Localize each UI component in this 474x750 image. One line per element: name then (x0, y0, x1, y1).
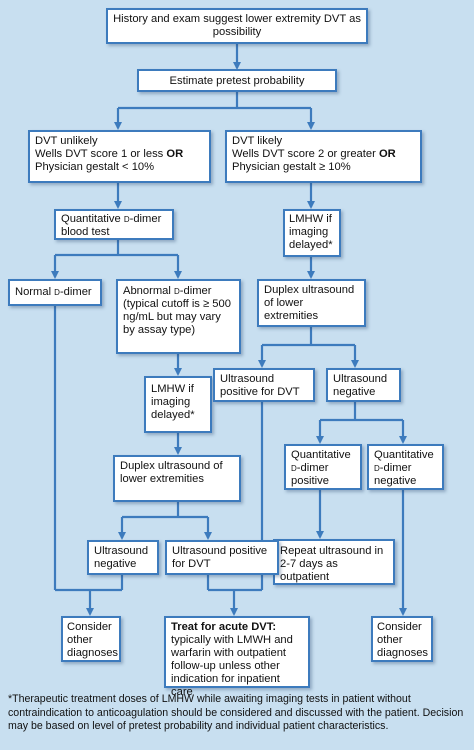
us-neg-right-text: Ultrasound negative (333, 373, 388, 398)
node-qdimer-negative: Quantitative d-dimer negative (367, 444, 444, 490)
quant-dimer-d: d (123, 213, 130, 225)
node-us-positive-mid: Ultrasound positive for DVT (213, 368, 315, 402)
qd-neg-d: d (374, 462, 380, 474)
node-consider-left: Consider other diagnoses (61, 616, 121, 662)
qd-pos-d: d (291, 462, 297, 474)
likely-or: OR (378, 148, 396, 160)
us-pos-mid-text: Ultrasound positive for DVT (220, 373, 300, 398)
unlikely-gestalt: Physician gestalt < 10% (35, 161, 155, 173)
lmwh-left-text: LMHW if imaging delayed* (151, 383, 195, 421)
qd-pos-pre: Quantitative (291, 449, 351, 461)
abnormal-dimer-post: -dimer (typical cutoff is ≥ 500 ng/mL bu… (123, 285, 231, 336)
abnormal-dimer-d: d (174, 285, 180, 297)
quant-dimer-post: -dimer blood test (61, 213, 162, 238)
us-neg-left-text: Ultrasound negative (94, 545, 149, 570)
node-abnormal-dimer: Abnormal d-dimer (typical cutoff is ≥ 50… (116, 279, 241, 354)
node-us-positive-left: Ultrasound positive for DVT (165, 540, 279, 575)
node-qdimer-positive: Quantitative d-dimer positive (284, 444, 362, 490)
normal-dimer-pre: Normal (15, 286, 55, 298)
likely-wells-text: Wells DVT score 2 or greater (232, 148, 379, 160)
node-dvt-likely: DVT likely Wells DVT score 2 or greater … (225, 130, 422, 183)
node-consider-right: Consider other diagnoses (371, 616, 433, 662)
node-pretest: Estimate pretest probability (137, 69, 337, 92)
consider-left-text: Consider other diagnoses (67, 621, 119, 659)
node-history-text: History and exam suggest lower extremity… (113, 13, 361, 38)
likely-gestalt: Physician gestalt ≥ 10% (232, 161, 351, 173)
consider-right-text: Consider other diagnoses (377, 621, 429, 659)
quant-dimer-pre: Quantitative (61, 213, 124, 225)
node-history: History and exam suggest lower extremity… (106, 8, 368, 44)
duplex-left-text: Duplex ultrasound of lower extremities (120, 460, 223, 485)
treat-title: Treat for acute DVT: (171, 621, 277, 633)
footnote: *Therapeutic treatment doses of LMHW whi… (8, 693, 464, 732)
likely-title: DVT likely (232, 135, 283, 147)
unlikely-or: OR (166, 148, 184, 160)
node-dvt-unlikely: DVT unlikely Wells DVT score 1 or less O… (28, 130, 211, 183)
likely-wells: Wells DVT score 2 or greater OR (232, 148, 415, 161)
node-us-negative-right: Ultrasound negative (326, 368, 401, 402)
node-lmwh-left: LMHW if imaging delayed* (144, 376, 212, 433)
abnormal-dimer-pre: Abnormal (123, 285, 174, 297)
node-lmwh-right: LMHW if imaging delayed* (283, 209, 341, 257)
qd-neg-pre: Quantitative (374, 449, 434, 461)
lmwh-right-text: LMHW if imaging delayed* (289, 213, 333, 251)
normal-dimer-post: -dimer (59, 286, 92, 298)
node-repeat-ultrasound: Repeat ultrasound in 2-7 days as outpati… (273, 539, 395, 585)
node-us-negative-left: Ultrasound negative (87, 540, 159, 575)
treat-body: typically with LMWH and warfarin with ou… (171, 634, 293, 698)
node-treat-acute-dvt: Treat for acute DVT: typically with LMWH… (164, 616, 310, 698)
node-duplex-left: Duplex ultrasound of lower extremities (113, 455, 241, 502)
node-pretest-text: Estimate pretest probability (169, 75, 305, 87)
qd-pos-post: -dimer positive (291, 462, 329, 487)
unlikely-wells: Wells DVT score 1 or less OR (35, 148, 204, 161)
repeat-us-text: Repeat ultrasound in 2-7 days as outpati… (280, 545, 384, 583)
unlikely-wells-text: Wells DVT score 1 or less (35, 148, 167, 160)
normal-dimer-d: d (54, 286, 60, 298)
us-pos-left-text: Ultrasound positive for DVT (172, 545, 268, 570)
node-quant-dimer: Quantitative d-dimer blood test (54, 209, 174, 240)
node-duplex-right: Duplex ultrasound of lower extremities (257, 279, 366, 327)
node-normal-dimer: Normal d-dimer (8, 279, 102, 306)
unlikely-title: DVT unlikely (35, 135, 98, 147)
duplex-right-text: Duplex ultrasound of lower extremities (264, 284, 355, 322)
qd-neg-post: -dimer negative (374, 462, 417, 487)
